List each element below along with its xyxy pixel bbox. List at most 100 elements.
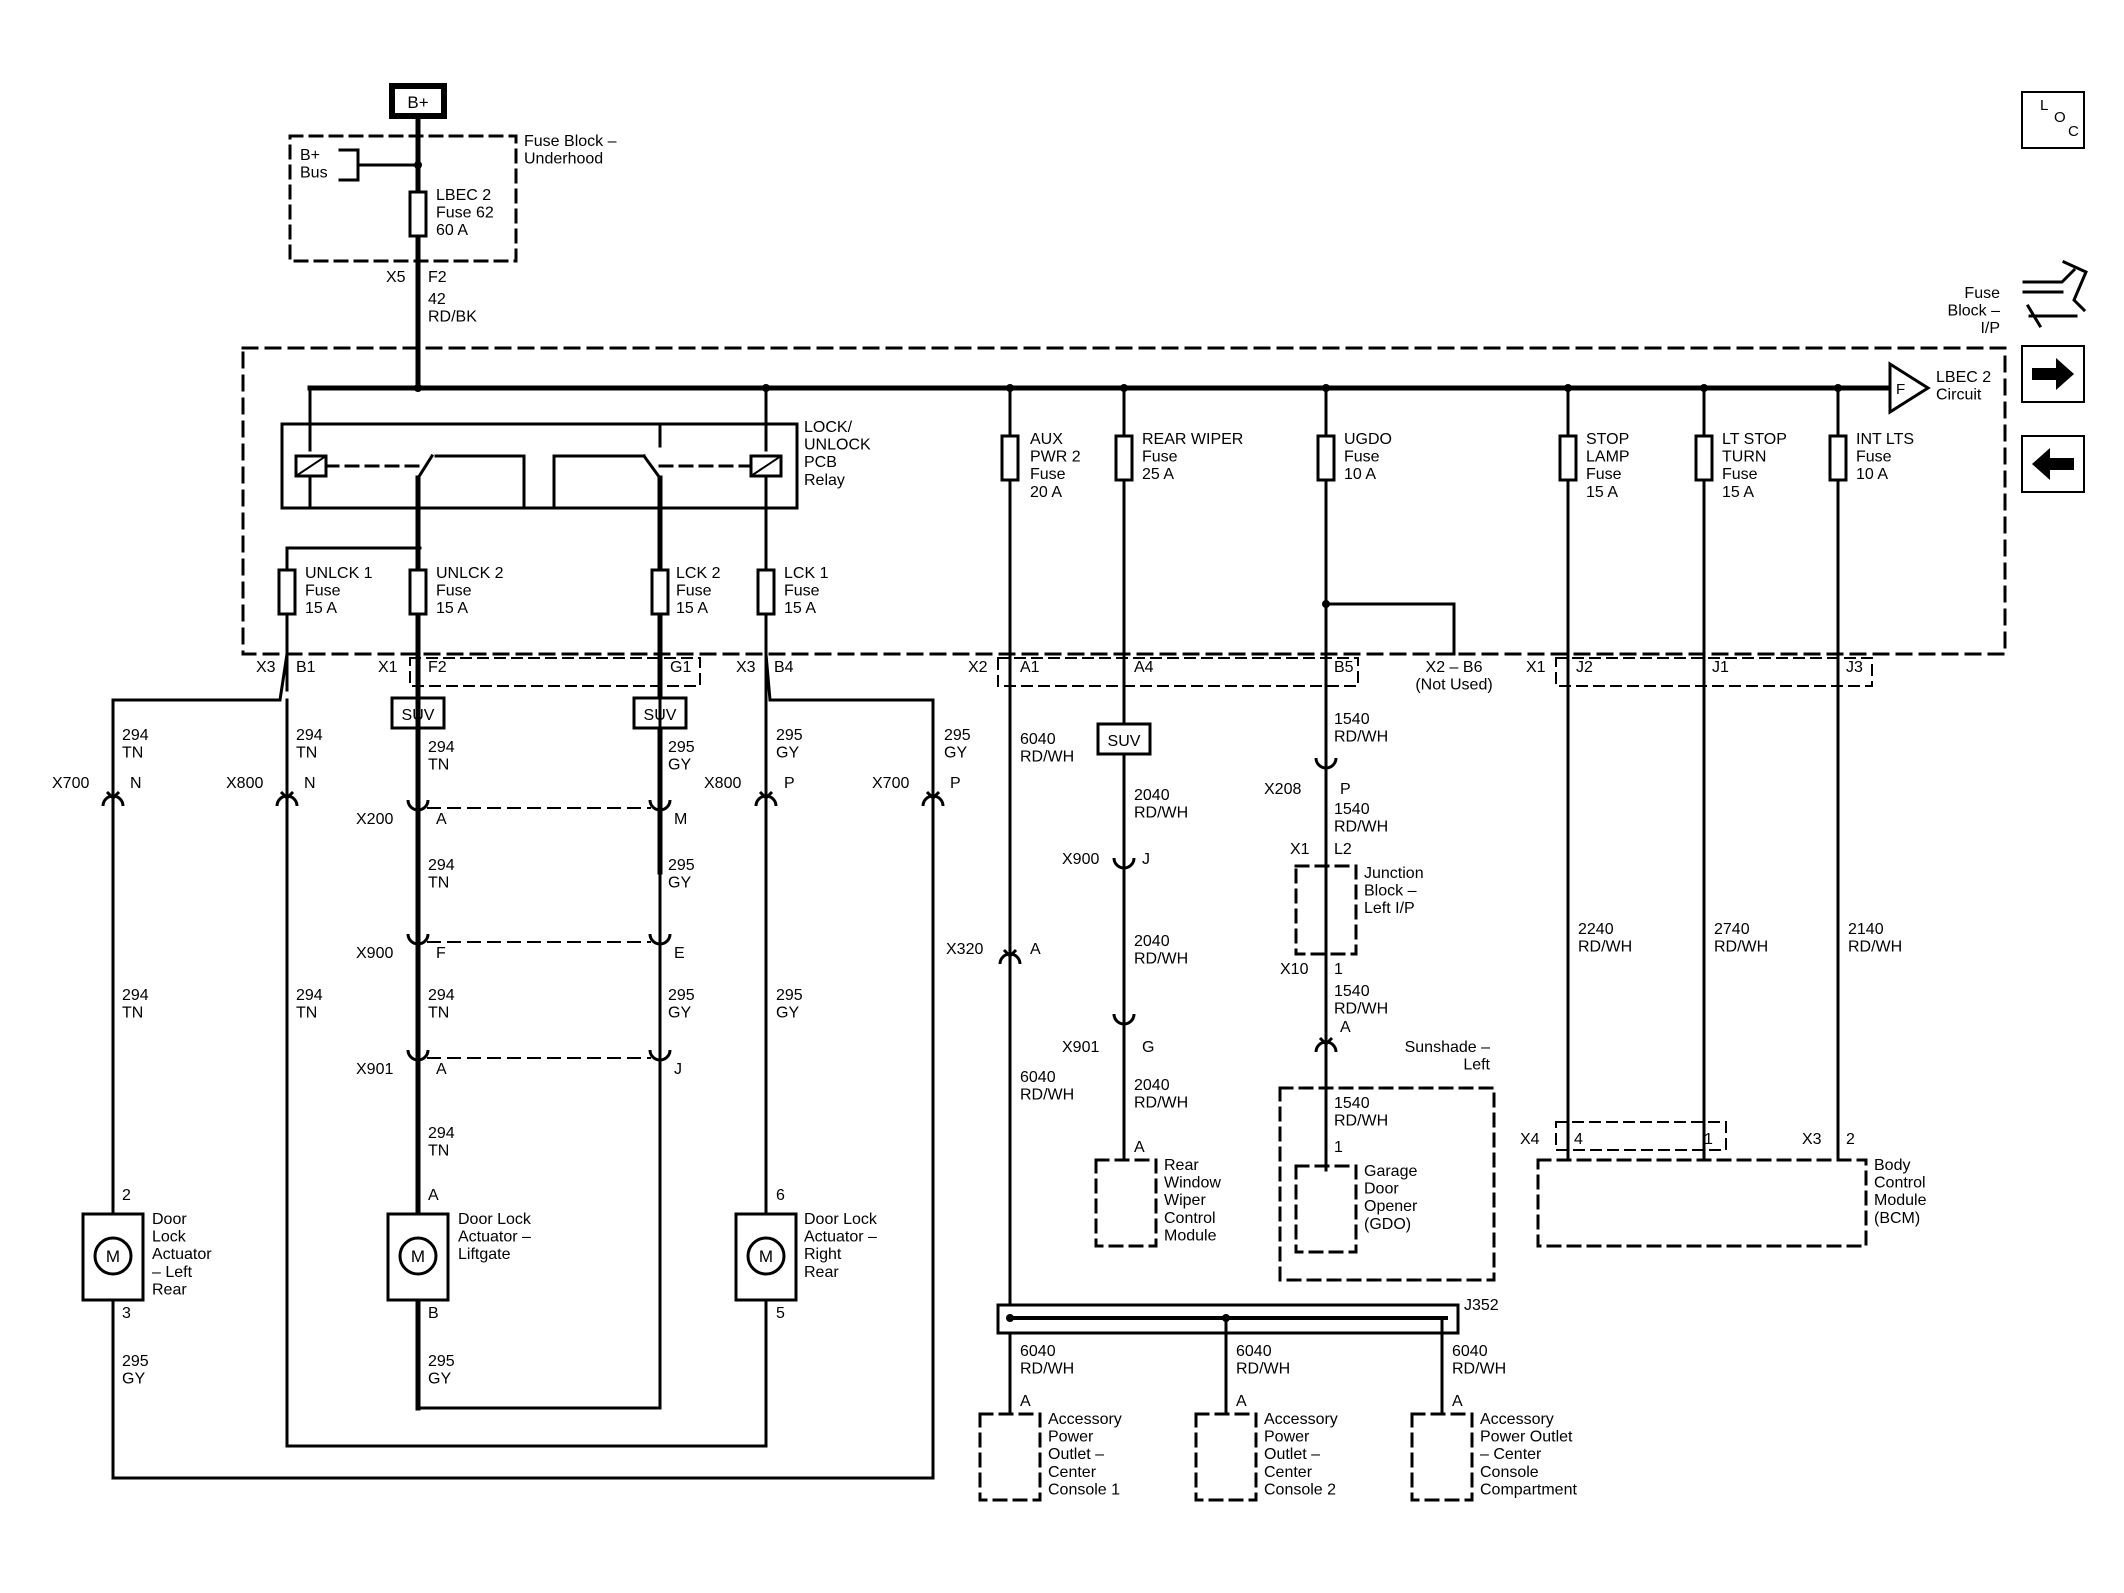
conn-x3-b1-label: X3 <box>256 659 276 676</box>
lbec2-circuit-triangle <box>1888 361 1931 415</box>
bcm-x3-label: X3 <box>1802 1131 1822 1148</box>
x1-jb-label: X1 <box>1290 841 1310 858</box>
x1-jb-pin: L2 <box>1334 841 1352 858</box>
apo3-box <box>1410 1412 1474 1502</box>
splice-dot-0 <box>414 161 422 169</box>
fuse-block-underhood-box <box>288 134 518 263</box>
x208-connector <box>1314 757 1338 770</box>
x901-connector-wiper <box>1112 1013 1136 1026</box>
left-rear-pin-3: 3 <box>122 1305 131 1322</box>
x800-connector-left-pin <box>279 790 295 801</box>
conn-j3-pin: J3 <box>1846 659 1863 676</box>
ugdo-fuse-symbol <box>1316 434 1336 482</box>
splice-dot-3 <box>1006 384 1014 392</box>
conn-j1-pin: J1 <box>1712 659 1729 676</box>
fuse-block-icon[interactable] <box>2022 260 2088 329</box>
x900-pin-left: F <box>436 945 446 962</box>
gdo-pin-1: 1 <box>1334 1139 1343 1156</box>
motor-right-rear-icon <box>746 1236 786 1276</box>
x901-wiper-label: X901 <box>1062 1039 1099 1056</box>
x208-label: X208 <box>1264 781 1301 798</box>
x800-right-label: X800 <box>704 775 741 792</box>
splice-dot-7 <box>1700 384 1708 392</box>
x320-pin: A <box>1030 941 1041 958</box>
x900-pin-right: E <box>674 945 685 962</box>
sunshade-left-label: Sunshade –Left <box>1405 1039 1491 1074</box>
x800-right-pin: P <box>784 775 795 792</box>
loc-o: O <box>2054 109 2066 126</box>
suv-left-label: SUV <box>402 707 435 724</box>
x900-connector-right <box>648 933 672 946</box>
x901-wiper-pin: G <box>1142 1039 1154 1056</box>
right-rear-pin-5: 5 <box>776 1305 785 1322</box>
apo2-pin-a: A <box>1236 1393 1247 1410</box>
lock-unlock-relay-box <box>280 422 799 510</box>
conn-b5-pin: B5 <box>1334 659 1354 676</box>
unlck1-fuse-symbol <box>277 568 297 616</box>
j352-splice-box <box>996 1303 1460 1335</box>
x200-liftgate-label: X200 <box>356 811 393 828</box>
conn-x3-b4-pin: B4 <box>774 659 794 676</box>
conn-x1-j2-label: X1 <box>1526 659 1546 676</box>
pin-f2-top-label: F2 <box>428 269 447 286</box>
x800-left-pin: N <box>304 775 316 792</box>
motor-left-rear-m: M <box>106 1247 120 1266</box>
apo3-pin-a: A <box>1452 1393 1463 1410</box>
rear-wiper-fuse-symbol <box>1114 434 1134 482</box>
x900-wiper-label: X900 <box>1062 851 1099 868</box>
j352-label: J352 <box>1464 1297 1499 1314</box>
x901-connector-left <box>406 1049 430 1062</box>
bplus-bus-label: B+Bus <box>300 147 328 182</box>
bplus-label: B+ <box>407 93 428 112</box>
x700-left-pin: N <box>130 775 142 792</box>
x700-right-label: X700 <box>872 775 909 792</box>
loc-icon[interactable] <box>2021 91 2085 149</box>
bcm-pin-1: 1 <box>1704 1131 1713 1148</box>
conn-x3-b1-pin: B1 <box>296 659 316 676</box>
unlck2-fuse-symbol <box>408 568 428 616</box>
motor-liftgate-m: M <box>411 1247 425 1266</box>
suv-right-label: SUV <box>644 707 677 724</box>
liftgate-pin-a: A <box>428 1187 439 1204</box>
lck1-fuse-symbol <box>756 568 776 616</box>
x900-connector-left <box>406 933 430 946</box>
x900-liftgate-label: X900 <box>356 945 393 962</box>
x900-wiper-pin: J <box>1142 851 1150 868</box>
sunshade-box <box>1278 1086 1496 1282</box>
conn-x1-f2-pin: F2 <box>428 659 447 676</box>
rear-wiper-module-box <box>1094 1158 1158 1248</box>
x320-label: X320 <box>946 941 983 958</box>
splice-dot-9 <box>1322 600 1330 608</box>
splice-dot-2 <box>762 384 770 392</box>
x700-connector-left-pin <box>105 790 121 801</box>
loc-c: C <box>2068 123 2079 140</box>
x700-right-pin: P <box>950 775 961 792</box>
